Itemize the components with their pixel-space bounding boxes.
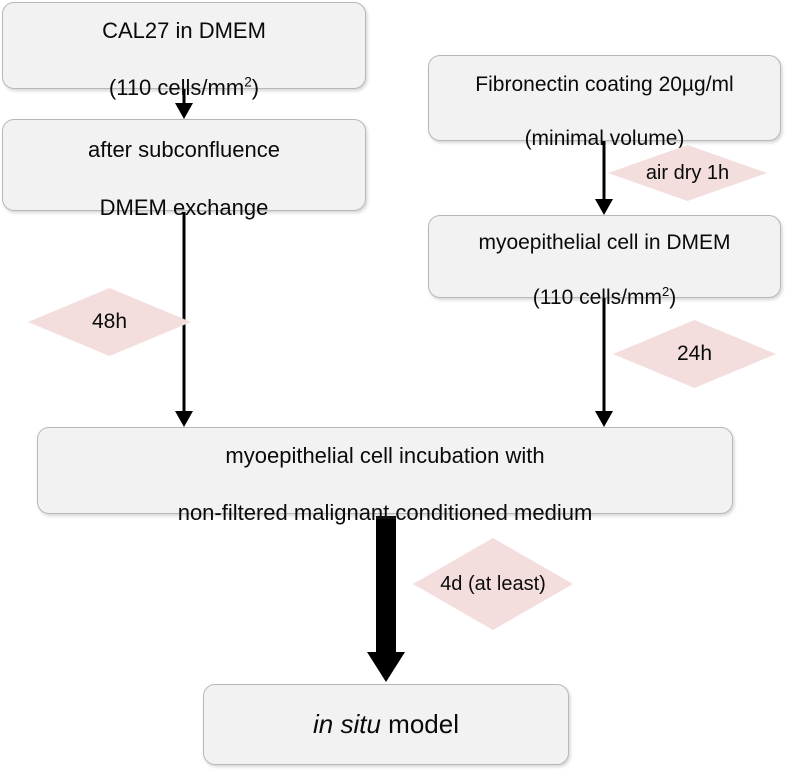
diamond-24h: 24h <box>613 320 776 388</box>
node-cal27-line1: CAL27 in DMEM <box>102 17 266 43</box>
diamond-48h: 48h <box>28 288 191 356</box>
diamond-4d-at-least: 4d (at least) <box>413 538 573 630</box>
node-fibronectin-line1: Fibronectin coating 20µg/ml <box>475 72 734 96</box>
diamond-air-dry-1h: air dry 1h <box>608 145 767 201</box>
arrow-head <box>595 199 613 215</box>
arrow-head <box>175 411 193 427</box>
arrow-shaft <box>182 212 186 412</box>
arrow-incubation-to-in-situ-model <box>366 516 406 682</box>
arrow-head <box>595 411 613 427</box>
node-in-situ-model: in situ model <box>203 684 569 765</box>
arrow-shaft <box>182 89 186 105</box>
node-fibronectin-line2: (minimal volume) <box>524 127 685 151</box>
arrow-shaft <box>602 141 606 201</box>
node-myoepithelial-seed-line2: (110 cells/mm2) <box>532 283 677 309</box>
node-myoepithelial-cell-in-dmem: myoepithelial cell in DMEM (110 cells/mm… <box>428 215 781 309</box>
arrow-head <box>175 103 193 119</box>
diamond-4d-label: 4d (at least) <box>440 572 546 595</box>
node-after-subconfluence: after subconfluence DMEM exchange <box>2 119 366 220</box>
node-cal27-in-dmem: CAL27 in DMEM (110 cells/mm2) <box>2 2 366 100</box>
node-incubation-line2: non-filtered malignant conditioned mediu… <box>177 500 593 526</box>
arrow-subconfluence-to-incubation <box>173 212 195 427</box>
node-subconfluence-text: after subconfluence DMEM exchange <box>80 108 288 222</box>
superscript-2: 2 <box>244 74 252 90</box>
node-in-situ-italic: in situ <box>313 708 381 739</box>
arrow-cal27-to-subconfluence <box>173 89 195 119</box>
node-cal27-line2: (110 cells/mm2) <box>108 74 260 101</box>
node-fibronectin-text: Fibronectin coating 20µg/ml (minimal vol… <box>467 43 741 152</box>
node-myoepithelial-seed-line1: myoepithelial cell in DMEM <box>478 231 731 255</box>
node-incubation-line1: myoepithelial cell incubation with <box>225 442 545 468</box>
node-myoepithelial-incubation: myoepithelial cell incubation with non-f… <box>37 427 733 525</box>
arrow-shaft <box>376 516 396 655</box>
node-in-situ-plain: model <box>380 708 459 739</box>
superscript-2: 2 <box>661 283 670 299</box>
node-myoepithelial-seed-text: myoepithelial cell in DMEM (110 cells/mm… <box>470 202 738 311</box>
arrow-head <box>367 652 405 682</box>
node-subconfluence-line2: DMEM exchange <box>99 194 269 220</box>
arrow-fibronectin-to-myoepithelial <box>593 141 615 215</box>
node-fibronectin-coating: Fibronectin coating 20µg/ml (minimal vol… <box>428 55 781 150</box>
node-incubation-text: myoepithelial cell incubation with non-f… <box>170 413 601 527</box>
diamond-air-dry-label: air dry 1h <box>645 161 730 184</box>
node-cal27-text: CAL27 in DMEM (110 cells/mm2) <box>94 0 274 103</box>
node-in-situ-model-text: in situ model <box>305 708 467 742</box>
arrow-myoepithelial-to-incubation <box>593 298 615 427</box>
diamond-48h-label: 48h <box>91 310 128 333</box>
arrow-shaft <box>602 298 606 412</box>
diamond-24h-label: 24h <box>676 342 713 365</box>
node-subconfluence-line1: after subconfluence <box>87 137 281 163</box>
